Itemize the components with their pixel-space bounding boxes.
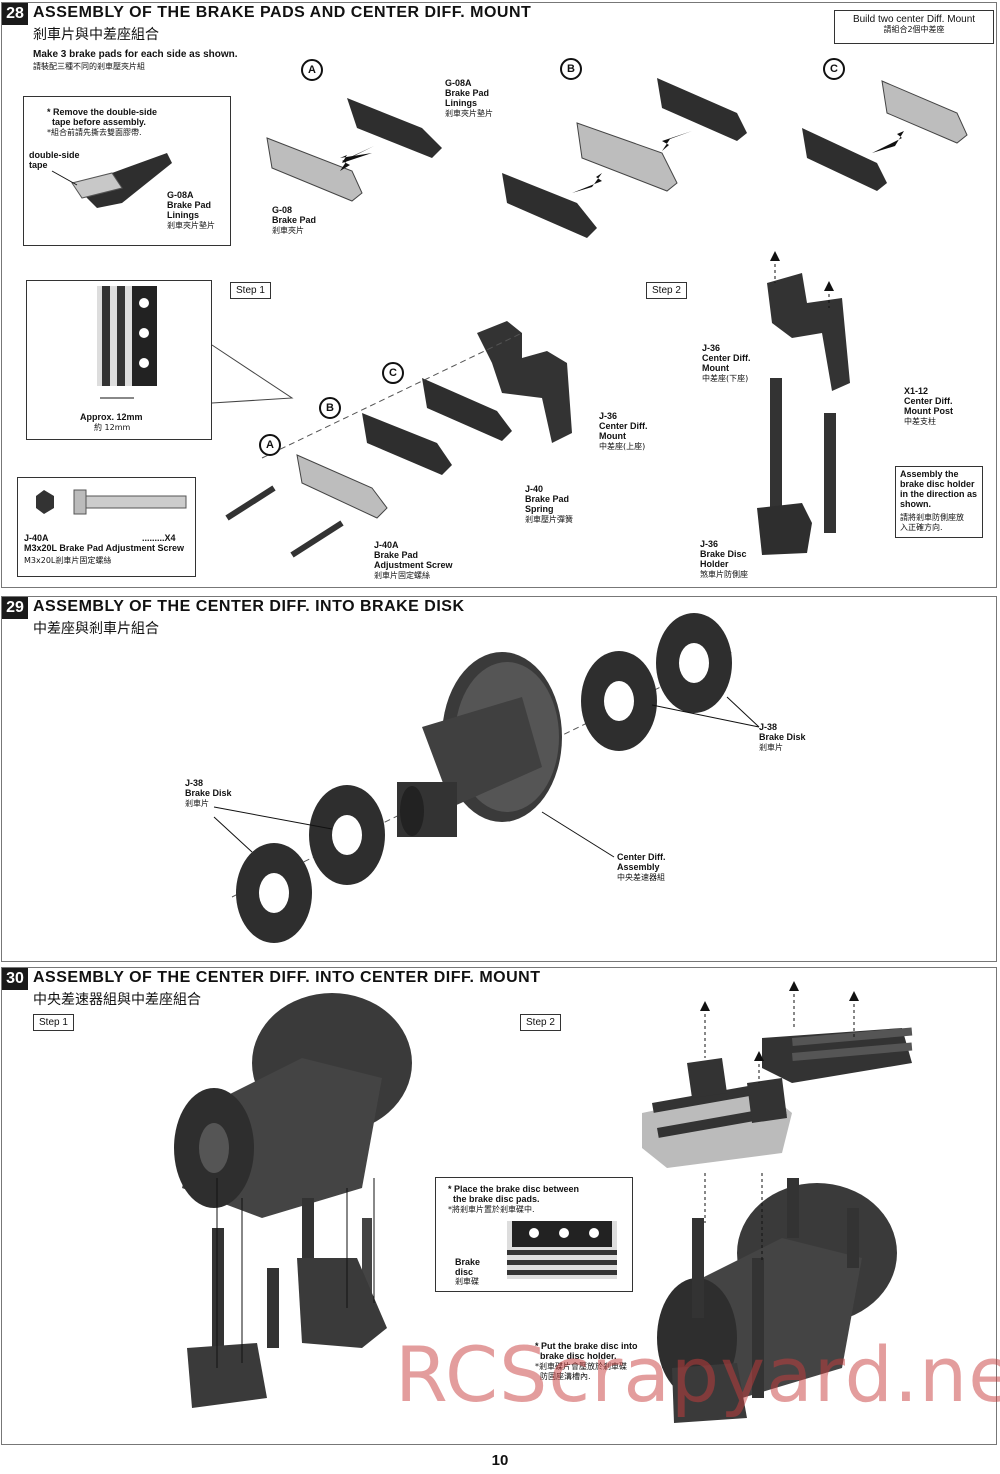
step-2-label: Step 2: [520, 1014, 561, 1031]
step-30-panel: 30 ASSEMBLY OF THE CENTER DIFF. INTO CEN…: [1, 967, 997, 1445]
step-1-label: Step 1: [33, 1014, 74, 1031]
step-subtitle: 中央差速器組與中差座組合: [33, 992, 201, 1008]
step-29-panel: 29 ASSEMBLY OF THE CENTER DIFF. INTO BRA…: [1, 596, 997, 962]
step-number: 28: [2, 3, 28, 25]
step-28-panel: 28 ASSEMBLY OF THE BRAKE PADS AND CENTER…: [1, 2, 997, 588]
step-2-label: Step 2: [646, 282, 687, 299]
step-title: ASSEMBLY OF THE BRAKE PADS AND CENTER DI…: [33, 4, 532, 21]
step-number: 30: [2, 968, 28, 990]
step-note-en: Make 3 brake pads for each side as shown…: [33, 49, 238, 60]
step-note-zh: 請裝配三種不同的剎車壓夾片組: [33, 62, 145, 71]
step-subtitle: 中差座與剎車片組合: [33, 621, 159, 637]
page-number: 10: [491, 1452, 509, 1469]
build-two-note: Build two center Diff. Mount 請組合2個中差座: [834, 10, 994, 44]
step-title: ASSEMBLY OF THE CENTER DIFF. INTO CENTER…: [33, 969, 541, 986]
brake-disk-illustration: [213, 613, 760, 943]
spacing-zoom-inset: [26, 280, 212, 440]
variant-a-marker: A: [301, 59, 323, 81]
step-title: ASSEMBLY OF THE CENTER DIFF. INTO BRAKE …: [33, 598, 465, 615]
step-1-label: Step 1: [230, 282, 271, 299]
screw-icon: [36, 489, 187, 515]
step-subtitle: 剎車片與中差座組合: [33, 27, 159, 43]
variant-b-marker: B: [560, 58, 582, 80]
watermark: RCScrapyard.net: [395, 1330, 1000, 1419]
variant-c-marker: C: [823, 58, 845, 80]
screw-parts-box: [17, 477, 196, 577]
diff-mount-illustration: [174, 981, 913, 1423]
brake-pad-illustration: [51, 78, 968, 558]
brake-disc-placement-inset: [435, 1177, 633, 1292]
holder-direction-note: [895, 466, 983, 538]
step-number: 29: [2, 597, 28, 619]
tape-removal-inset: [23, 96, 231, 246]
